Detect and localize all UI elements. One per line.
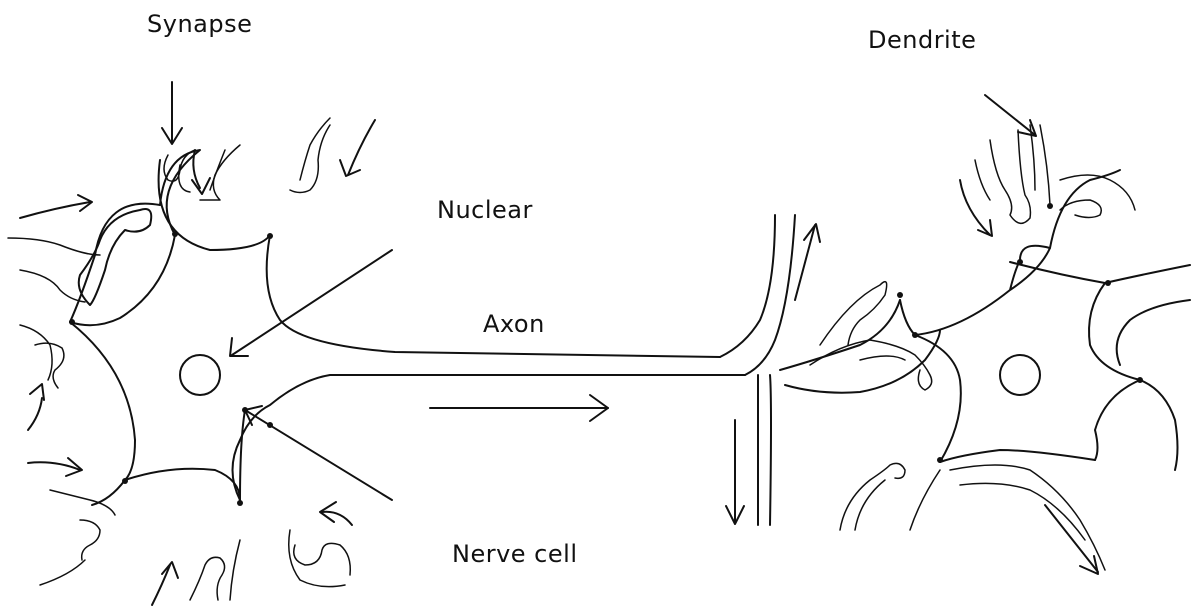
right-bottom-finger (910, 470, 940, 530)
synapse-dot (937, 457, 943, 463)
input-arrow-icon (20, 202, 90, 218)
left-branch-line (35, 343, 64, 388)
right-cell-upper-lobe (1010, 262, 1190, 283)
right-cell-right-lower (1095, 380, 1140, 460)
left-branch-line (20, 325, 52, 380)
input-arrow-icon (28, 398, 42, 430)
right-cell-body-top (915, 246, 1050, 335)
right-cell-right (1089, 283, 1140, 380)
right-neuron (810, 125, 1190, 570)
axon-label: Axon (483, 310, 545, 338)
left-lower-arc (233, 375, 746, 500)
right-top-finger (975, 160, 990, 200)
synapse-dot (237, 500, 243, 506)
top-finger (200, 145, 240, 200)
bottom-finger (50, 490, 115, 515)
right-cell-left-arc (900, 300, 915, 335)
right-bottom-finger (855, 480, 885, 530)
input-arrowhead (162, 562, 178, 578)
input-arrowhead (192, 178, 210, 194)
left-small-join (240, 410, 245, 500)
right-cell-right-edge (1140, 380, 1178, 470)
synapse-dot (122, 478, 128, 484)
right-top-finger (1060, 175, 1135, 210)
left-body-lower (70, 322, 135, 480)
left-nucleus (180, 355, 220, 395)
bottom-finger (80, 520, 100, 560)
synapse-dot (172, 231, 178, 237)
axon-upper-branch (720, 215, 775, 357)
synapse-dot (1105, 280, 1111, 286)
left-neuron (8, 118, 745, 600)
bottom-finger (289, 530, 345, 587)
axon-upper-branch-right (745, 215, 795, 375)
right-left-finger (860, 356, 905, 360)
right-bottom-finger (950, 465, 1105, 570)
right-cell-far-lobe (1117, 300, 1190, 365)
top-finger (210, 150, 225, 190)
right-bottom-finger (840, 463, 905, 530)
synapse-dot (1017, 259, 1023, 265)
axon-down-branch-right (770, 375, 771, 525)
nerve-cell-label: Nerve cell (452, 540, 577, 568)
bottom-finger (230, 540, 240, 600)
bottom-finger (294, 543, 351, 575)
synapse-dot (897, 292, 903, 298)
left-dendrite-upper-right (267, 235, 720, 357)
right-cell-left-bottom (915, 335, 961, 462)
axon-right-branch (780, 300, 900, 370)
synapse-dot (912, 332, 918, 338)
right-left-finger (810, 340, 932, 390)
left-branch-line (8, 238, 100, 255)
nerve-cell-arrow (245, 410, 392, 500)
axon-junction (720, 215, 940, 525)
input-arrow-icon (322, 512, 352, 525)
input-arrow-icon (152, 565, 170, 605)
left-lower-lobe (125, 469, 240, 500)
synapse-dot (1137, 377, 1143, 383)
bottom-finger (40, 560, 85, 585)
input-arrow-icon (28, 462, 80, 470)
synapse-label: Synapse (147, 10, 252, 38)
dendrite-arrow (985, 95, 1035, 135)
top-finger (290, 125, 330, 193)
right-cell-bottom (940, 450, 1095, 462)
right-top-finger (990, 130, 1030, 223)
dendrite-label: Dendrite (868, 26, 976, 54)
synapse-dot (267, 233, 273, 239)
nuclear-label: Nuclear (437, 196, 533, 224)
top-finger (300, 118, 330, 180)
input-arrow-icon (348, 120, 375, 175)
synapse-dot (69, 319, 75, 325)
left-branch-line (20, 270, 85, 302)
left-terminal-branch (79, 209, 152, 305)
left-bottom-left-arc (92, 480, 125, 505)
right-top-finger (1040, 125, 1050, 205)
right-nucleus (1000, 355, 1040, 395)
input-arrow-icon (960, 180, 990, 235)
bottom-finger (190, 557, 225, 600)
terminal-up-arrow (795, 225, 815, 300)
output-arrowhead (1080, 556, 1098, 574)
left-body-lobe (70, 204, 160, 322)
